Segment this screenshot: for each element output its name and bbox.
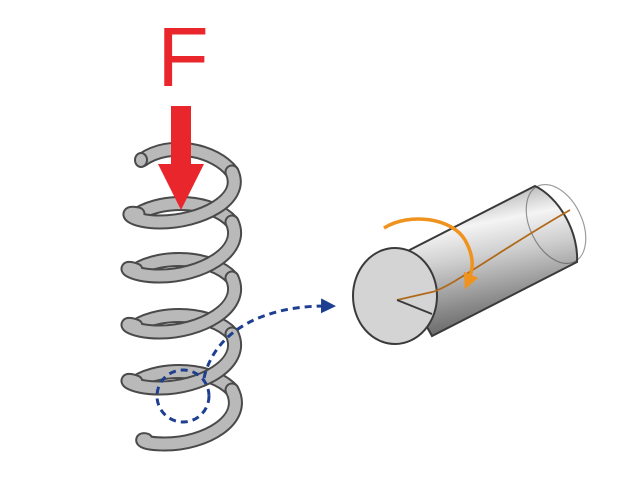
coil-spring: [120, 141, 243, 452]
cylinder-far-end: [525, 183, 587, 265]
twist-line: [396, 209, 571, 301]
curved-rotation-arrow-icon: [383, 217, 479, 290]
wire-cylinder: [352, 183, 587, 345]
force-arrow: [158, 106, 204, 210]
cylinder-front-face: [352, 247, 438, 345]
radius-line: [396, 299, 433, 315]
spring-wire-end: [134, 152, 148, 168]
dashed-curved-arrow-icon: [202, 298, 336, 379]
section-highlight-circle: [155, 368, 211, 424]
spring-front-segments: [120, 164, 243, 452]
spring-back-segments: [128, 141, 240, 398]
force-label: F: [157, 10, 209, 104]
section-callout: [155, 298, 336, 424]
